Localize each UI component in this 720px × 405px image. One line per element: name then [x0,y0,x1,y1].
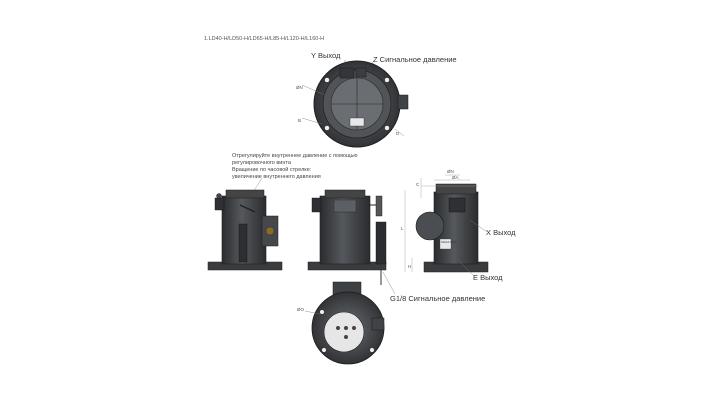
side-dim-a: ØA [452,175,459,180]
nameplate-text: SAFAS LD40 [441,240,457,244]
annotation-line-2: регулировочного винта [232,160,291,166]
bottom-view: ØO [297,281,385,365]
annotation-line-1: Отрегулируйте внутреннее давление с помо… [232,153,358,159]
adjustment-annotation: Отрегулируйте внутреннее давление с помо… [232,153,357,181]
y-outlet-label: Y Выход [311,51,341,60]
top-dim-b: B [298,118,301,123]
top-dim-d: D [396,131,400,136]
z-signal-label: Z Сигнальное давление [373,55,457,64]
right-side-view: SAFAS LD40 L H C ØN ØA [401,169,489,277]
e-outlet-label: E Выход [473,273,503,282]
side-dim-h: H [408,264,411,269]
middle-side-view [307,189,396,295]
top-dim-dn: ØN [296,85,303,90]
annotation-line-3: Вращение по часовой стрелке: [232,167,312,173]
side-dim-l: L [401,226,404,231]
g18-signal-label: G1/8 Сигнальное давление [390,294,486,303]
left-side-view [207,189,283,271]
annotation-line-4: увеличение внутреннего давления [232,174,321,180]
x-outlet-label: X Выход [486,228,516,237]
model-list-label: 1.LD40-H/LD50-H/LD65-H/L85-H/L120-H/L160… [204,36,325,42]
bottom-dim-o: ØO [297,307,305,312]
side-dim-dn: ØN [447,169,454,174]
top-view: ØN B D [296,60,409,148]
side-dim-c: C [416,182,420,187]
